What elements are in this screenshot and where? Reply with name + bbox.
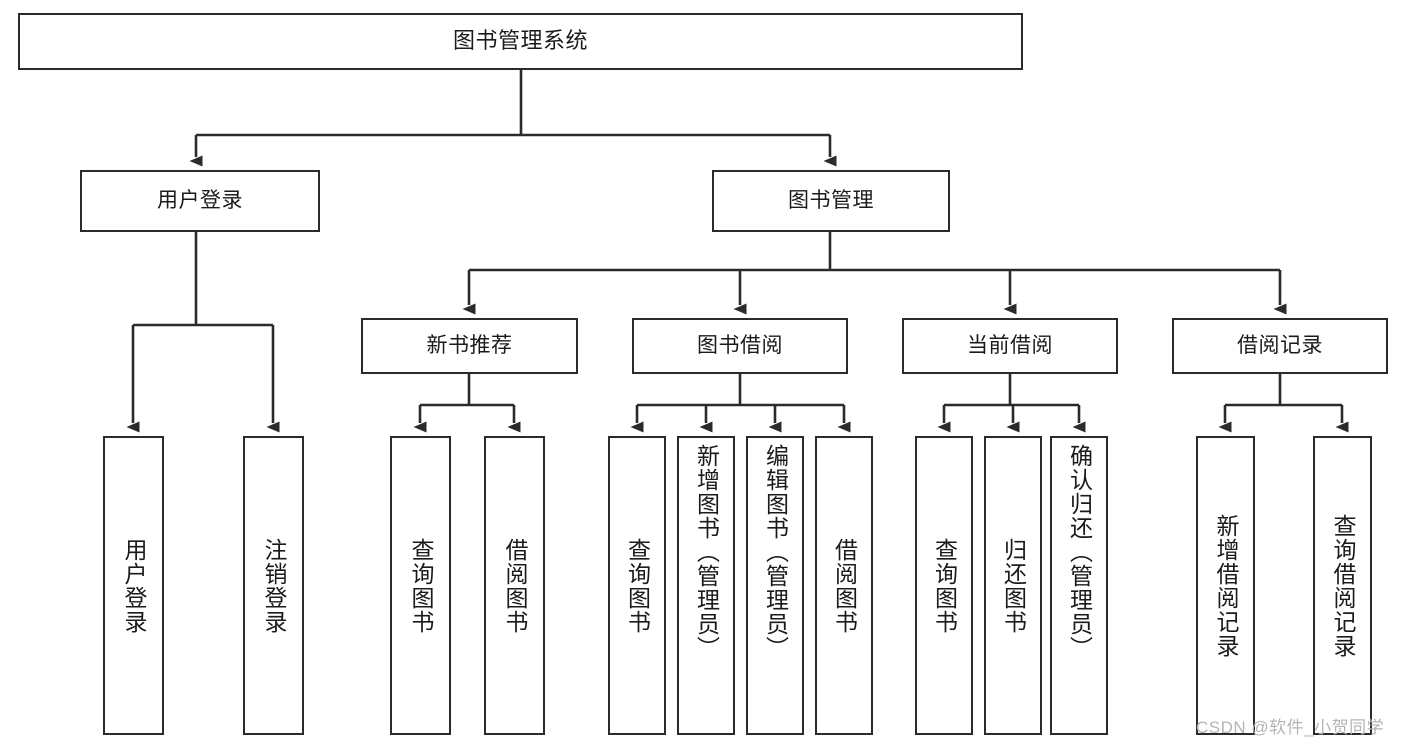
node-current-borrow[interactable]: 当前借阅 <box>902 318 1118 374</box>
node-leaf-query-book-cur[interactable]: 查询图书 <box>915 436 973 735</box>
node-label: 用户登录 <box>121 537 147 634</box>
node-user-login[interactable]: 用户登录 <box>80 170 320 232</box>
node-label: 借阅记录 <box>1237 334 1323 358</box>
node-root-system[interactable]: 图书管理系统 <box>18 13 1023 70</box>
node-label: 借阅图书 <box>502 537 528 634</box>
node-leaf-borrow-book-rec[interactable]: 借阅图书 <box>484 436 545 735</box>
node-label: 查询图书 <box>931 537 958 634</box>
node-leaf-add-book[interactable]: 新增图书（管理员） <box>677 436 735 735</box>
node-new-book-rec[interactable]: 新书推荐 <box>361 318 578 374</box>
node-book-borrow[interactable]: 图书借阅 <box>632 318 848 374</box>
node-label: 新书推荐 <box>426 334 513 358</box>
node-label: 用户登录 <box>157 189 243 213</box>
node-leaf-query-book-borrow[interactable]: 查询图书 <box>608 436 666 735</box>
node-label: 借阅图书 <box>831 537 858 634</box>
node-label: 新增图书（管理员） <box>693 444 720 660</box>
node-leaf-confirm-return[interactable]: 确认归还（管理员） <box>1050 436 1108 735</box>
csdn-watermark: CSDN @软件_小贺同学 <box>1196 718 1385 737</box>
node-label: 编辑图书（管理员） <box>762 444 789 660</box>
node-label: 归还图书 <box>1000 537 1027 634</box>
node-label: 查询借阅记录 <box>1330 513 1356 658</box>
node-leaf-query-book-rec[interactable]: 查询图书 <box>390 436 451 735</box>
node-label: 确认归还（管理员） <box>1066 444 1093 660</box>
node-label: 当前借阅 <box>967 334 1053 358</box>
node-label: 查询图书 <box>624 537 651 634</box>
node-label: 注销登录 <box>261 537 287 634</box>
node-label: 图书管理 <box>788 189 874 213</box>
node-leaf-borrow-book[interactable]: 借阅图书 <box>815 436 873 735</box>
node-label: 查询图书 <box>408 537 434 634</box>
node-leaf-query-record[interactable]: 查询借阅记录 <box>1313 436 1372 735</box>
node-leaf-add-record[interactable]: 新增借阅记录 <box>1196 436 1255 735</box>
node-borrow-record[interactable]: 借阅记录 <box>1172 318 1388 374</box>
node-book-manage[interactable]: 图书管理 <box>712 170 950 232</box>
node-leaf-user-logout[interactable]: 注销登录 <box>243 436 304 735</box>
node-leaf-edit-book[interactable]: 编辑图书（管理员） <box>746 436 804 735</box>
node-label: 图书管理系统 <box>452 28 588 54</box>
node-leaf-return-book[interactable]: 归还图书 <box>984 436 1042 735</box>
node-label: 新增借阅记录 <box>1213 513 1239 658</box>
node-leaf-user-login[interactable]: 用户登录 <box>103 436 164 735</box>
node-label: 图书借阅 <box>697 334 783 358</box>
